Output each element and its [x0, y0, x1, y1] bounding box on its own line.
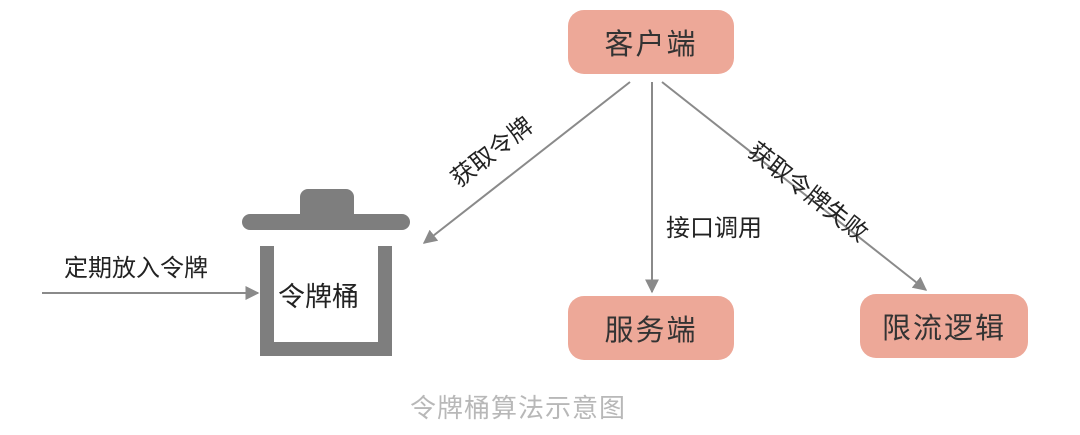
client-node: 客户端 — [568, 10, 734, 74]
bucket-bottom — [260, 342, 392, 356]
client-node-label: 客户端 — [604, 27, 698, 61]
bucket-label: 令牌桶 — [278, 282, 359, 313]
arrow-client-to-bucket — [422, 81, 631, 244]
arrow-client-to-rate-limit — [661, 81, 928, 291]
rate-limit-node: 限流逻辑 — [860, 294, 1028, 358]
bucket-right-wall — [378, 246, 392, 356]
bucket-left-wall — [260, 246, 274, 356]
server-node-label: 服务端 — [604, 313, 698, 347]
diagram-caption: 令牌桶算法示意图 — [410, 394, 627, 424]
server-node: 服务端 — [568, 296, 734, 360]
bucket-lid — [242, 214, 410, 230]
edge-label-put-token: 定期放入令牌 — [64, 254, 208, 282]
edge-label-api-call: 接口调用 — [666, 214, 762, 242]
rate-limit-node-label: 限流逻辑 — [881, 311, 1006, 345]
